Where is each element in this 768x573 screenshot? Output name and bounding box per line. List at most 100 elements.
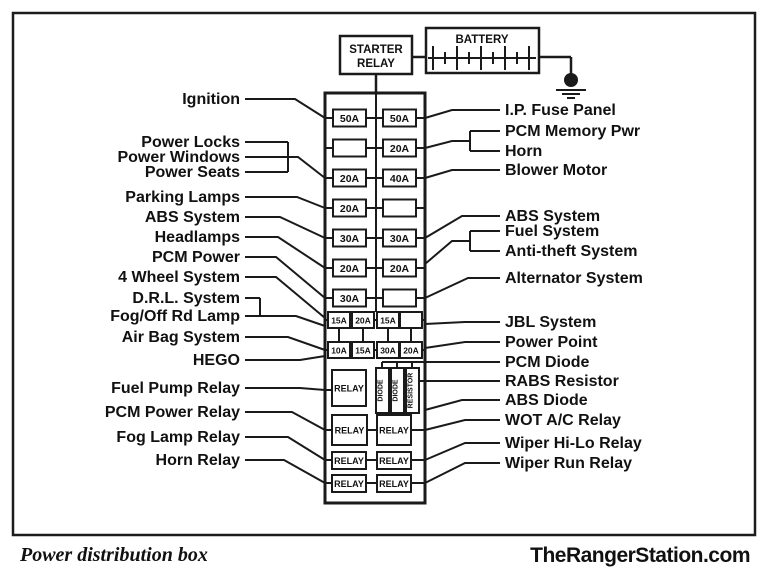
fuse <box>332 228 367 248</box>
diode-label: DIODE <box>378 379 385 402</box>
fuse-rating: 30A <box>340 233 360 245</box>
resistor-label: RESISTOR <box>408 373 415 409</box>
fuse-rating: 15A <box>380 316 396 326</box>
label-abs-diode: ABS Diode <box>505 392 588 409</box>
fuse-rating: 20A <box>390 263 410 275</box>
label-horn: Horn <box>505 143 542 160</box>
fuse <box>382 288 417 308</box>
mini-fuse <box>399 341 423 359</box>
label-alternator-system: Alternator System <box>505 270 643 287</box>
label-power-windows: Power Windows <box>117 149 240 166</box>
label-air-bag-system: Air Bag System <box>122 329 240 346</box>
label-ignition: Ignition <box>182 91 240 108</box>
fuse-rating: 20A <box>340 263 360 275</box>
fuse-rating: 20A <box>340 203 360 215</box>
battery-label: BATTERY <box>455 34 508 46</box>
fuse <box>382 198 417 218</box>
label-wot-ac-relay: WOT A/C Relay <box>505 412 621 429</box>
diode-box <box>375 367 390 414</box>
relay-label: RELAY <box>334 384 364 394</box>
label-fog-off-rd-lamp: Fog/Off Rd Lamp <box>110 308 240 325</box>
mini-fuse <box>351 311 375 329</box>
mini-fuse <box>399 311 423 329</box>
relay-box <box>376 414 412 446</box>
relay-label: RELAY <box>379 426 409 436</box>
label-power-point: Power Point <box>505 334 598 351</box>
relay-label: RELAY <box>379 456 409 466</box>
starter-relay-box <box>338 34 414 76</box>
fuse-rating: 50A <box>390 113 410 125</box>
label-ip-fuse-panel: I.P. Fuse Panel <box>505 102 616 119</box>
fuse <box>382 258 417 278</box>
fuse <box>332 258 367 278</box>
label-power-seats: Power Seats <box>145 164 240 181</box>
relay-label: RELAY <box>334 479 364 489</box>
label-wiper-hi-lo-relay: Wiper Hi-Lo Relay <box>505 435 642 452</box>
label-rabs-resistor: RABS Resistor <box>505 373 619 390</box>
relay-box <box>376 451 412 470</box>
starter-relay-label-line1: STARTER <box>349 44 403 56</box>
label-fuel-system: Fuel System <box>505 223 599 240</box>
right-labels: I.P. Fuse Panel PCM Memory Pwr Horn Blow… <box>505 102 643 472</box>
right-connector-lines <box>424 109 500 484</box>
fuse <box>332 138 367 158</box>
label-pcm-diode: PCM Diode <box>505 354 590 371</box>
label-pcm-memory-pwr: PCM Memory Pwr <box>505 123 640 140</box>
label-fuel-pump-relay: Fuel Pump Relay <box>111 380 240 397</box>
left-connector-lines <box>245 98 326 484</box>
label-hego: HEGO <box>193 352 240 369</box>
label-horn-relay: Horn Relay <box>156 452 241 469</box>
relay-section: RELAY DIODE DIODE RESISTOR RELAY RELAY R… <box>331 367 420 493</box>
label-abs-system-left: ABS System <box>145 209 240 226</box>
relay-label: RELAY <box>334 456 364 466</box>
fuse <box>382 108 417 128</box>
fuse-rating: 20A <box>355 316 371 326</box>
label-drl-system: D.R.L. System <box>132 290 240 307</box>
fuse-rating: 20A <box>340 173 360 185</box>
label-abs-system-right: ABS System <box>505 208 600 225</box>
fuse-rating: 50A <box>340 113 360 125</box>
diode-label: DIODE <box>393 379 400 402</box>
label-pcm-power: PCM Power <box>152 249 240 266</box>
label-blower-motor: Blower Motor <box>505 162 607 179</box>
fuse-grid: 50A 50A 20A 20A 40A 20A 30A 30A 20A 20A … <box>332 108 417 308</box>
ground-node-dot <box>564 73 578 87</box>
fuse-rating: 20A <box>403 346 419 356</box>
label-power-locks: Power Locks <box>141 134 240 151</box>
fuse-rating: 15A <box>355 346 371 356</box>
fuse-rating: 30A <box>380 346 396 356</box>
battery-box <box>424 26 541 75</box>
relay-box <box>331 414 368 446</box>
fuse <box>382 138 417 158</box>
label-4-wheel-system: 4 Wheel System <box>118 269 240 286</box>
relay-box <box>331 369 367 407</box>
fuse-rating: 30A <box>390 233 410 245</box>
fuse <box>332 198 367 218</box>
mini-fuse <box>327 311 351 329</box>
relay-label: RELAY <box>379 479 409 489</box>
diode-box <box>390 367 405 414</box>
label-fog-lamp-relay: Fog Lamp Relay <box>116 429 240 446</box>
fuse-rating: 10A <box>331 346 347 356</box>
fuse-rating: 30A <box>340 293 360 305</box>
relay-box <box>331 451 367 470</box>
mini-fuse <box>327 341 351 359</box>
label-wiper-run-relay: Wiper Run Relay <box>505 455 632 472</box>
battery-cells-icon <box>428 46 536 70</box>
fuse <box>332 108 367 128</box>
mini-fuse <box>351 341 375 359</box>
relay-label: RELAY <box>335 426 365 436</box>
label-anti-theft-system: Anti-theft System <box>505 243 637 260</box>
fuse-rating: 40A <box>390 173 410 185</box>
fuse <box>382 228 417 248</box>
relay-box <box>376 474 412 493</box>
mini-fuse-grid: 15A 20A 15A 10A 15A 30A 20A <box>327 311 423 359</box>
fuse <box>332 288 367 308</box>
fuse <box>382 168 417 188</box>
label-headlamps: Headlamps <box>155 229 240 246</box>
relay-box <box>331 474 367 493</box>
left-labels: Ignition Power Locks Power Windows Power… <box>105 91 240 469</box>
resistor-box <box>405 367 420 414</box>
